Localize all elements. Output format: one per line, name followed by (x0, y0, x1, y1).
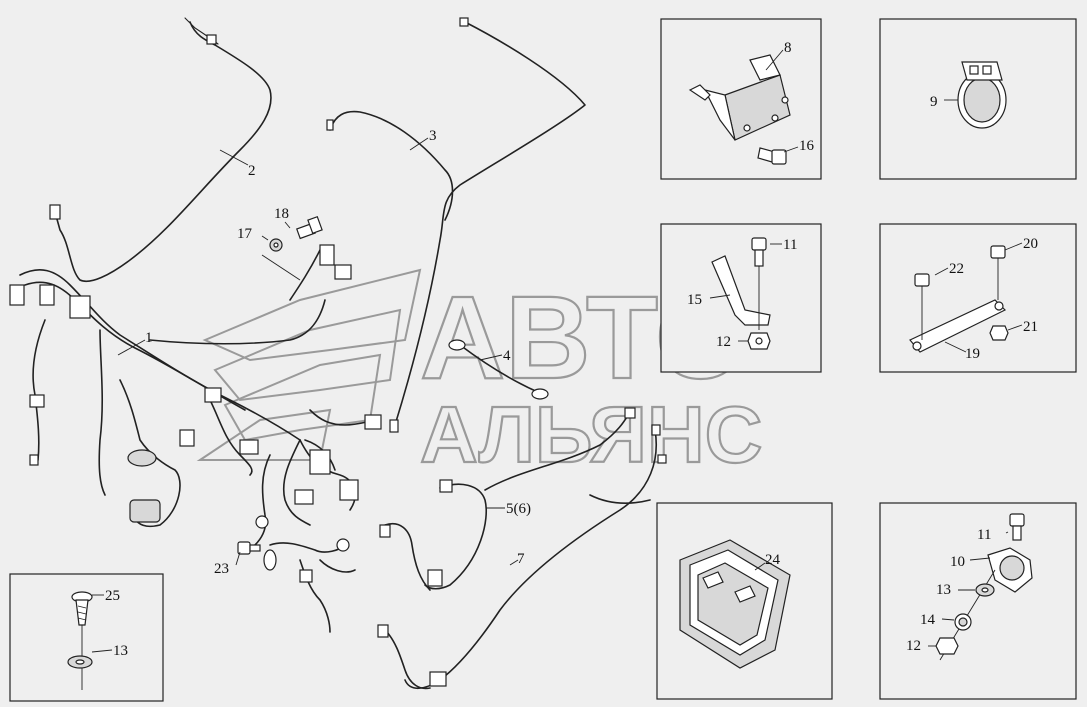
connector (204, 387, 222, 403)
connector (439, 479, 453, 493)
watermark-line2: АЛЬЯНС (420, 390, 762, 479)
detail-box-bracket-15: 11 15 12 (660, 223, 822, 373)
detail-box-screw: 25 13 (9, 573, 164, 702)
detail-box-clip-10: 11 10 13 14 12 (879, 502, 1077, 700)
callout-11a: 11 (783, 237, 797, 253)
connector (9, 284, 25, 306)
connector (319, 244, 335, 266)
connector (459, 17, 469, 27)
callout-5-6: 5(6) (506, 501, 531, 517)
connector (39, 284, 55, 306)
callout-18: 18 (274, 206, 289, 222)
connector-block (129, 499, 161, 523)
ring-terminal (531, 388, 549, 400)
connector (326, 119, 334, 131)
connector (334, 264, 352, 280)
callout-8: 8 (784, 40, 792, 56)
connector (299, 569, 313, 583)
callout-12b: 12 (906, 638, 921, 654)
connector (69, 295, 91, 319)
connector (657, 454, 667, 464)
detail-box-clamp: 9 (879, 18, 1077, 180)
connector (379, 524, 391, 538)
callout-11b: 11 (977, 527, 991, 543)
callout-15: 15 (687, 292, 702, 308)
detail-box-bracket: 8 16 (660, 18, 822, 180)
connector (377, 624, 389, 638)
callout-14: 14 (920, 612, 936, 628)
connector (294, 489, 314, 505)
connector (29, 394, 45, 408)
callout-7: 7 (517, 551, 525, 567)
callout-1: 1 (145, 330, 153, 346)
callout-2: 2 (248, 163, 256, 179)
watermark-logo (196, 268, 422, 461)
grommet (336, 538, 350, 552)
callout-21: 21 (1023, 319, 1038, 335)
callout-22: 22 (949, 261, 964, 277)
callout-16: 16 (799, 138, 815, 154)
ring-terminal (448, 339, 466, 351)
callout-12a: 12 (716, 334, 731, 350)
connector (206, 34, 217, 45)
bolt-23 (237, 541, 261, 555)
connector (29, 454, 39, 466)
connector (427, 569, 443, 587)
grommet (255, 515, 269, 529)
connector (364, 414, 382, 430)
grommet (127, 449, 157, 467)
detail-box-strap: 22 20 21 19 (879, 223, 1077, 373)
callout-17: 17 (237, 226, 253, 242)
connector (309, 449, 331, 475)
connector (49, 204, 61, 220)
connector (429, 671, 447, 687)
connector (651, 424, 661, 436)
callout-3: 3 (429, 128, 437, 144)
bolt-18 (296, 215, 323, 240)
callout-23: 23 (214, 561, 229, 577)
harness-wires (9, 17, 667, 690)
callout-10: 10 (950, 554, 965, 570)
callouts-main: 1 2 3 4 5(6) 7 17 18 23 (117, 128, 531, 577)
callout-25: 25 (105, 588, 120, 604)
connector (389, 419, 399, 433)
callout-4: 4 (503, 348, 511, 364)
callout-20: 20 (1023, 236, 1038, 252)
detail-box-grommet-24: 24 (656, 502, 833, 700)
connector (339, 479, 359, 501)
callout-19: 19 (965, 346, 980, 362)
connector (624, 407, 636, 419)
callout-24: 24 (765, 552, 781, 568)
ring-terminal (263, 549, 277, 571)
connector (179, 429, 195, 447)
callout-13b: 13 (936, 582, 951, 598)
callout-13a: 13 (113, 643, 128, 659)
callout-9: 9 (930, 94, 938, 110)
connector (239, 439, 259, 455)
